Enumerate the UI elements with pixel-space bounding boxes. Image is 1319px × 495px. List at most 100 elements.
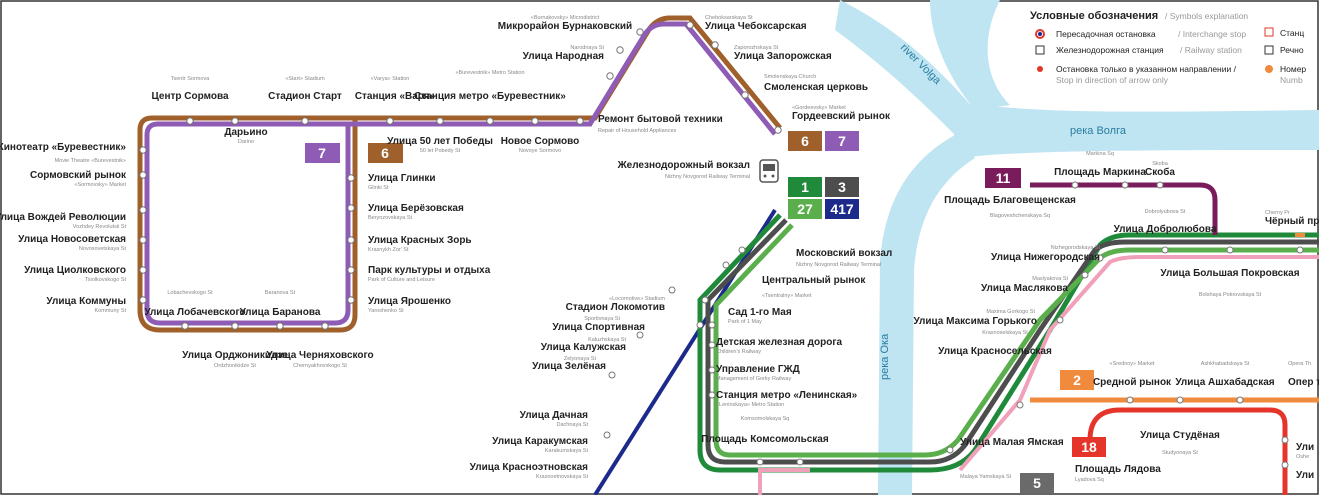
station-srednoy: Средной рынок [1093,377,1172,388]
legend-right-1: Станц [1280,28,1304,38]
station-detskaya-zhd: Детская железная дорога [716,337,843,348]
station-burevestnik-metro-en: «Burevestnik» Metro Station [455,70,524,76]
station-tsiolkovskogo: Улица Циолковского [24,265,126,276]
badge-route-6-west [368,143,403,163]
badge-route-2 [1060,370,1094,390]
station-zelyonaya-en: Zelyonaya St [564,356,597,362]
river-station-icon [1264,45,1274,55]
station-lobachevskogo-en: Lobachevskogo St [167,290,213,296]
station-50-let-pobedy-en: 50 let Pobedy St [420,148,461,154]
badge-route-6-east [788,131,822,151]
station-remont-en: Repair of Household Appliances [598,128,677,134]
station-moskovsky-vokzal: Московский вокзал [796,248,892,259]
station-start-en: «Start» Stadium [285,76,325,82]
station-beryozovskaya: Улица Берёзовская [368,203,464,214]
station-east-1: Ули [1296,442,1314,453]
station-cherny: Чёрный пр [1265,216,1319,227]
station-dobrolyubova: Улица Добролюбова [1114,223,1217,235]
station-sad-1-maya-en: Park of 1 May [728,319,762,325]
direction-stop-icon [1037,66,1043,72]
badge-2-label: 2 [1073,372,1081,388]
station-kaluzhskaya: Улица Калужская [541,342,626,353]
station-narodnaya-en: Narodnaya St [570,45,604,51]
station-nizhegorodskaya-en: Nizhegorodskaya St [1051,245,1101,251]
station-baranova-en: Baranova St [265,290,296,296]
station-tsiolkovskogo-en: Tsiolkovskogo St [85,277,126,283]
badge-route-18 [1072,437,1106,457]
station-dobrolyubova-en: Dobrolyubova St [1145,209,1186,215]
legend-item-railway-en: / Railway station [1180,45,1242,55]
station-srednoy-en: «Srednoy» Market [1110,361,1155,367]
badge-route-1 [788,177,822,197]
railway-station-icon [1035,45,1045,55]
badge-5-label: 5 [1033,475,1041,491]
badge-route-7-west [305,143,340,163]
legend-title: Условные обозначения [1030,10,1158,22]
loop-stops [139,21,782,330]
station-narodnaya: Улица Народная [523,51,605,62]
station-remont: Ремонт бытовой техники [598,113,723,125]
river-volga-upper [835,0,975,140]
station-cheboksarskaya: Улица Чебоксарская [705,20,807,32]
legend-item-interchange-en: / Interchange stop [1178,29,1246,39]
station-varya: Станция «Варя» [355,91,436,102]
river-volga-label: река Волга [1070,125,1127,137]
legend-right-2: Речно [1280,45,1304,55]
station-bolshaya-pokrovskaya: Улица Большая Покровская [1160,268,1299,279]
station-krasnoselskaya: Улица Красносельская [938,346,1052,357]
station-yaroshenko: Улица Ярошенко [368,296,451,307]
route-27-line [713,223,1319,458]
interchange-inner-icon [1038,32,1042,36]
station-darino-en: Darino [238,139,254,145]
river-oka-label: река Ока [879,333,891,380]
station-kommuny-en: Kommuny St [95,308,127,314]
legend: Условные обозначения / Symbols explanati… [1025,4,1315,92]
badge-route-5 [1020,473,1054,493]
station-vozhdey-revolutsii: Улица Вождей Революции [0,212,126,223]
station-varya-en: «Varya» Station [371,76,410,82]
badge-route-7-east [825,131,859,151]
station-lyadova-en: Lyadova Sq [1075,477,1104,483]
station-east-2: Ули [1296,470,1314,481]
station-ordzhonikidze-en: Ordzhonikidze St [214,363,256,369]
station-burevestnik-metro: Станция метро «Буревестник» [414,91,566,102]
station-studyonaya-en: Studyonaya St [1162,450,1198,456]
station-krasnykh-zor-en: Krasnykh Zor' St [368,247,409,253]
station-vozhdey-revolutsii-en: Vozhdey Revolutsii St [73,224,127,230]
river-volga-main [945,100,1319,158]
legend-title-en: / Symbols explanation [1165,11,1248,21]
station-kommuny: Улица Коммуны [46,296,126,307]
trunk-stops [603,181,1304,469]
station-bolshaya-pokrovskaya-en: Bolshaya Pokrovskaya St [1199,292,1262,298]
station-railway-terminal: Железнодорожный вокзал [617,160,750,171]
station-komsomolskaya: Площадь Комсомольская [701,434,829,445]
river-volga-upper-bank [930,0,1010,110]
station-opera-en: Opera Th [1288,361,1311,367]
route-7-south-line [144,124,351,326]
station-blagoveshchenskaya-en: Blagoveshchenskaya Sq [990,213,1050,219]
station-markina: Площадь Маркина [1054,167,1146,178]
badge-6-west-label: 6 [381,145,389,161]
station-glinki-en: Glinki St [368,185,389,191]
station-sportivnaya: Улица Спортивная [552,322,645,333]
station-komsomolskaya-en: Komsomolskaya Sq [741,416,790,422]
station-leninskaya-metro-en: «Leninskaya» Metro Station [716,402,784,408]
station-nizhegorodskaya: Улица Нижегородская [991,252,1100,263]
station-lokomotiv-en: «Locomotive» Stadium [609,296,665,302]
legend-right-3: Номер [1280,64,1306,74]
station-kinoteatr-en: Movie Theatre «Burevestnik» [55,158,126,164]
station-krasnoselskaya-en: Krasnoselskaya St [982,330,1028,336]
number-icon [1265,65,1273,73]
route-badges: 7 6 6 7 1 3 27 417 11 2 18 5 [305,131,1106,493]
station-start: Стадион Старт [268,91,342,102]
station-opera: Опер теат [1288,377,1319,388]
station-ashkhabadskaya: Улица Ашхабадская [1175,376,1274,388]
station-lobachevskogo: Улица Лобачевского [144,306,245,318]
station-east-1-en: Oshe [1296,454,1309,460]
railway-terminal-icon [759,159,779,183]
station-park-kultury-en: Park of Culture and Leisure [368,277,435,283]
station-krasnoetnovskaya: Улица Красноэтновская [470,462,589,473]
station-markina-en: Markina Sq [1086,151,1114,157]
